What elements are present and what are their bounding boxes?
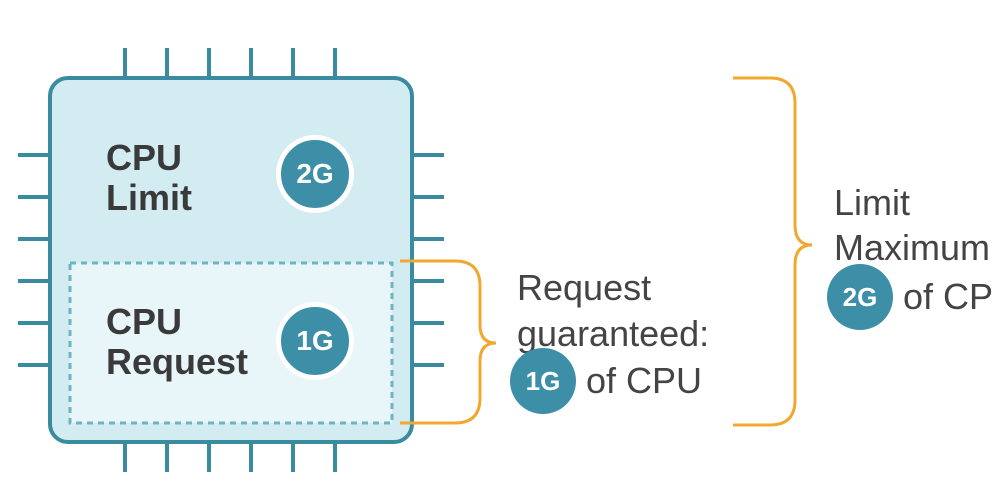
chip-pins-top <box>123 48 337 80</box>
chip-pins-right <box>410 153 444 367</box>
chip-pins-left <box>18 153 52 367</box>
cpu-request-label-line1: CPU <box>106 301 183 342</box>
limit-annotation-suffix: of CP <box>903 276 994 317</box>
request-annotation-line3: 1G of CPU <box>510 348 702 414</box>
request-annotation-line1: Request <box>517 267 652 308</box>
request-annotation-line2: guaranteed: <box>517 313 710 354</box>
limit-annotation-line3: 2G of CP <box>827 264 993 330</box>
limit-annotation-line2: Maximum <box>834 227 991 268</box>
chip-pins-bottom <box>123 440 337 472</box>
request-bracket <box>400 259 497 425</box>
cpu-request-label-line2: Request <box>106 341 249 382</box>
cpu-limit-label-line1: CPU <box>106 137 183 178</box>
request-annotation-suffix: of CPU <box>586 360 703 401</box>
limit-annotation-line1: Limit <box>834 182 911 223</box>
cpu-limit-label-line2: Limit <box>106 177 192 218</box>
limit-annotation-badge: 2G <box>827 264 893 330</box>
limit-badge: 2G <box>276 135 354 213</box>
request-badge: 1G <box>276 302 354 380</box>
limit-bracket <box>733 76 813 427</box>
request-annotation-badge: 1G <box>510 348 576 414</box>
